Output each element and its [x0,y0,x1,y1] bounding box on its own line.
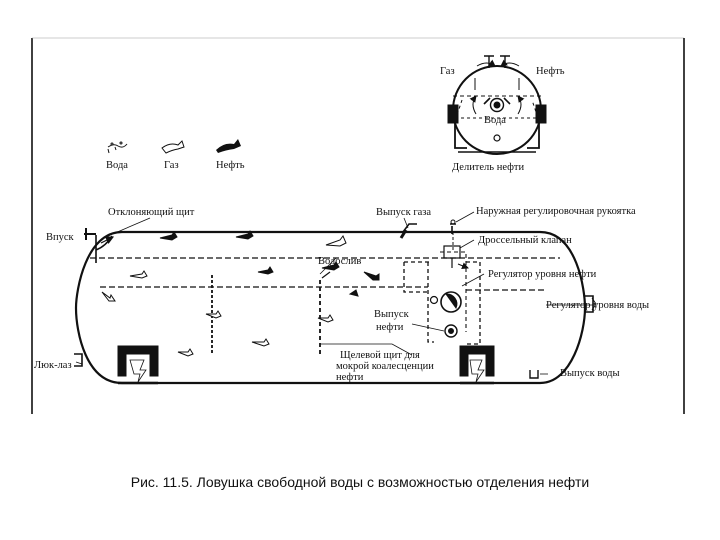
cross-section-inset [447,55,547,155]
slotted-shield-line-3: нефти [336,372,364,383]
inset-oil-label: Нефть [536,66,565,77]
external-handle-label: Наружная регулировочная рукоятка [476,206,636,217]
legend: Вода Газ Нефть [106,139,245,171]
water-spillway-label: Водослив [318,256,361,267]
slotted-shield-line-2: мокрой коалесценции [336,361,434,372]
legend-gas-symbol [161,140,185,154]
flow-symbols [101,230,469,357]
inset-gas-label: Газ [440,66,455,77]
slotted-shield-label: Щелевой щит для мокрой коалесценции нефт… [336,350,437,383]
saddle-left [117,345,159,377]
slotted-shield-line-1: Щелевой щит для [340,350,420,361]
oil-level-float [440,291,462,313]
inset-title: Делитель нефти [452,162,525,173]
oil-outlet-line-1: Выпуск [374,309,410,320]
vessel [74,219,597,385]
legend-oil-symbol [216,139,241,153]
oil-outlet-label: Выпуск нефти [374,309,411,333]
oil-outlet-nozzle [444,324,458,338]
oil-compartment [403,261,481,345]
gas-outlet-label: Выпуск газа [376,207,431,218]
legend-water-symbol [107,141,128,154]
leader-lines [75,211,594,375]
inset-water-label: Вода [484,115,506,126]
figure-caption: Рис. 11.5. Ловушка свободной воды с возм… [130,474,590,490]
manhole-label: Люк-лаз [34,360,72,371]
legend-gas-label: Газ [164,160,179,171]
figure-frame [31,37,685,414]
water-level-regulator-label: Регулятор уровня воды [546,300,649,311]
oil-level-regulator-label: Регулятор уровня нефти [488,269,597,280]
water-outlet-label: Выпуск воды [560,368,620,379]
oil-outlet-line-2: нефти [376,322,404,333]
throttle-valve-label: Дроссельный клапан [478,235,572,246]
deflector-label: Отклоняющий щит [108,207,195,218]
inlet-label: Впуск [46,232,75,243]
saddle-right [459,345,495,377]
legend-water-label: Вода [106,160,128,171]
vessel-shell [74,230,587,385]
legend-oil-label: Нефть [216,160,245,171]
inset-outlet [489,97,505,113]
